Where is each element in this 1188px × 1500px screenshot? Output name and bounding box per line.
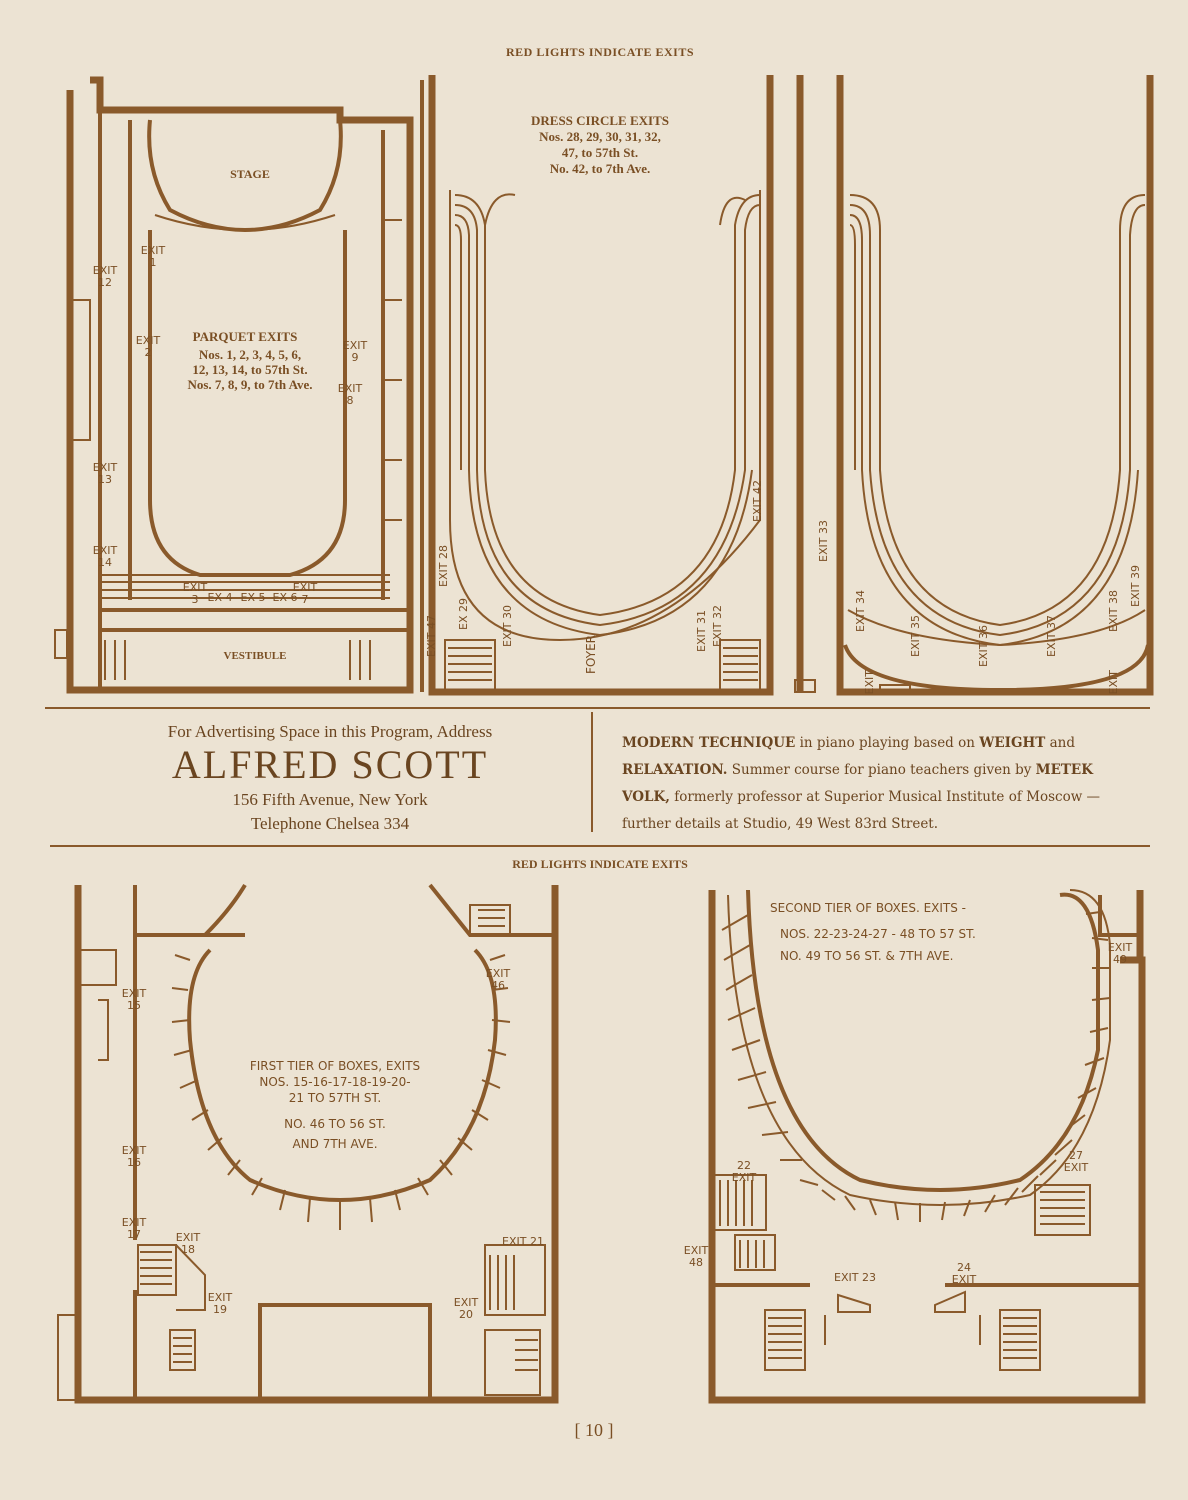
exit-label: EXIT 28: [437, 545, 450, 587]
exit-label: EXIT 9: [342, 339, 368, 364]
dress-circle-line2: 47, to 57th St.: [561, 145, 639, 160]
parquet-exits-line2: 12, 13, 14, to 57th St.: [192, 362, 308, 377]
stage-label: STAGE: [230, 167, 270, 181]
exit-label: EX 6: [272, 591, 298, 604]
exit-label: EXIT: [863, 670, 876, 695]
exit-label: EXIT 13: [92, 461, 118, 486]
parquet-exits-line1: Nos. 1, 2, 3, 4, 5, 6,: [198, 347, 302, 362]
dress-circle-line3: No. 42, to 7th Ave.: [549, 161, 651, 176]
exit-label: EXIT 15: [121, 987, 147, 1012]
piano-course-ad: MODERN TECHNIQUE in piano playing based …: [622, 730, 1142, 838]
exit-label: EXIT 19: [207, 1291, 233, 1316]
dress-circle-line1: Nos. 28, 29, 30, 31, 32,: [539, 129, 661, 144]
exit-label: 27 EXIT: [1063, 1149, 1089, 1174]
parquet-plan: [54, 76, 414, 694]
exit-label: EX 4: [207, 591, 233, 604]
ad-street: 156 Fifth Avenue, New York: [232, 790, 428, 809]
exit-label: EXIT 39: [1129, 565, 1142, 607]
second-tier-plan: [708, 889, 1146, 1404]
exit-label: EXIT 37: [1045, 615, 1058, 657]
exit-label: EXIT 36: [977, 625, 990, 667]
page-number: [ 10 ]: [574, 1420, 614, 1440]
ad-name: ALFRED SCOTT: [171, 742, 489, 787]
exit-label: EXIT 14: [92, 544, 118, 569]
exit-label: EXIT 3: [182, 581, 208, 606]
exit-label: EXIT 32: [711, 605, 724, 647]
first-tier-line5: AND 7TH AVE.: [292, 1137, 378, 1151]
second-tier-line2: NOS. 22-23-24-27 - 48 TO 57 ST.: [780, 927, 976, 941]
exit-label: EXIT 20: [453, 1296, 479, 1321]
first-tier-plan: [57, 883, 559, 1404]
first-tier-line2: NOS. 15-16-17-18-19-20-: [259, 1075, 411, 1089]
ad-bold-3: RELAXATION.: [622, 762, 728, 778]
ad-text-1: in piano playing based on: [795, 735, 980, 751]
vestibule-label: VESTIBULE: [223, 650, 287, 662]
second-tier-line1: SECOND TIER OF BOXES. EXITS -: [770, 901, 967, 915]
exit-label: EXIT 2: [135, 334, 161, 359]
exit-label: EXIT 17: [121, 1216, 147, 1241]
exit-label: EXIT 12: [92, 264, 118, 289]
exit-label: EXIT 7: [292, 581, 318, 606]
dress-circle-plan: [420, 75, 774, 696]
exit-label: EXIT 33: [817, 520, 830, 562]
top-header: RED LIGHTS INDICATE EXITS: [506, 45, 694, 59]
dress-circle-title: DRESS CIRCLE EXITS: [531, 113, 669, 128]
first-tier-line4: NO. 46 TO 56 ST.: [284, 1117, 386, 1131]
first-tier-line1: FIRST TIER OF BOXES, EXITS: [249, 1059, 421, 1073]
exit-label: EXIT 18: [175, 1231, 201, 1256]
advertising-notice: For Advertising Space in this Program, A…: [60, 722, 600, 836]
exit-label: EXIT 21: [502, 1235, 544, 1248]
foyer-label: FOYER: [584, 635, 598, 674]
exit-label: EX 5: [240, 591, 266, 604]
balcony-plan: [794, 75, 1154, 696]
first-tier-line3: 21 TO 57TH ST.: [288, 1091, 382, 1105]
ad-address-line: For Advertising Space in this Program, A…: [167, 722, 493, 741]
exit-label: EXIT 30: [501, 605, 514, 647]
exit-label: EXIT 23: [834, 1271, 876, 1284]
ad-bold-2: WEIGHT: [979, 735, 1046, 751]
parquet-exits-line3: Nos. 7, 8, 9, to 7th Ave.: [187, 377, 313, 392]
exit-label: EXIT 31: [695, 610, 708, 652]
exit-label: EX 29: [457, 598, 470, 630]
second-tier-line3: NO. 49 TO 56 ST. & 7TH AVE.: [780, 949, 954, 963]
exit-label: EXIT: [1107, 670, 1120, 695]
exit-label: EXIT 34: [854, 590, 867, 632]
exit-label: EXIT 49: [1107, 941, 1133, 966]
exit-label: 24 EXIT: [951, 1261, 977, 1286]
ad-bold-4: METEK VOLK,: [622, 762, 1093, 805]
exit-label: EXIT 35: [909, 615, 922, 657]
exit-label: EXIT 42: [751, 480, 764, 522]
ad-bold-1: MODERN TECHNIQUE: [622, 735, 796, 751]
exit-label: EXIT 47: [425, 615, 438, 657]
exit-label: EXIT 16: [121, 1144, 147, 1169]
exit-label: EXIT 46: [485, 967, 511, 992]
ad-text-4: formerly professor at Superior Musical I…: [622, 789, 1101, 832]
exit-label: 22 EXIT: [731, 1159, 757, 1184]
exit-label: EXIT 48: [683, 1244, 709, 1269]
exit-label: EXIT 8: [337, 382, 363, 407]
exit-label: EXIT 1: [140, 244, 166, 269]
bottom-header: RED LIGHTS INDICATE EXITS: [512, 857, 688, 871]
exit-label: EXIT 38: [1107, 590, 1120, 632]
ad-phone: Telephone Chelsea 334: [250, 814, 410, 833]
ad-text-2: and: [1045, 735, 1076, 751]
parquet-exits-title: PARQUET EXITS: [192, 329, 298, 344]
ad-text-3: Summer course for piano teachers given b…: [727, 762, 1036, 778]
